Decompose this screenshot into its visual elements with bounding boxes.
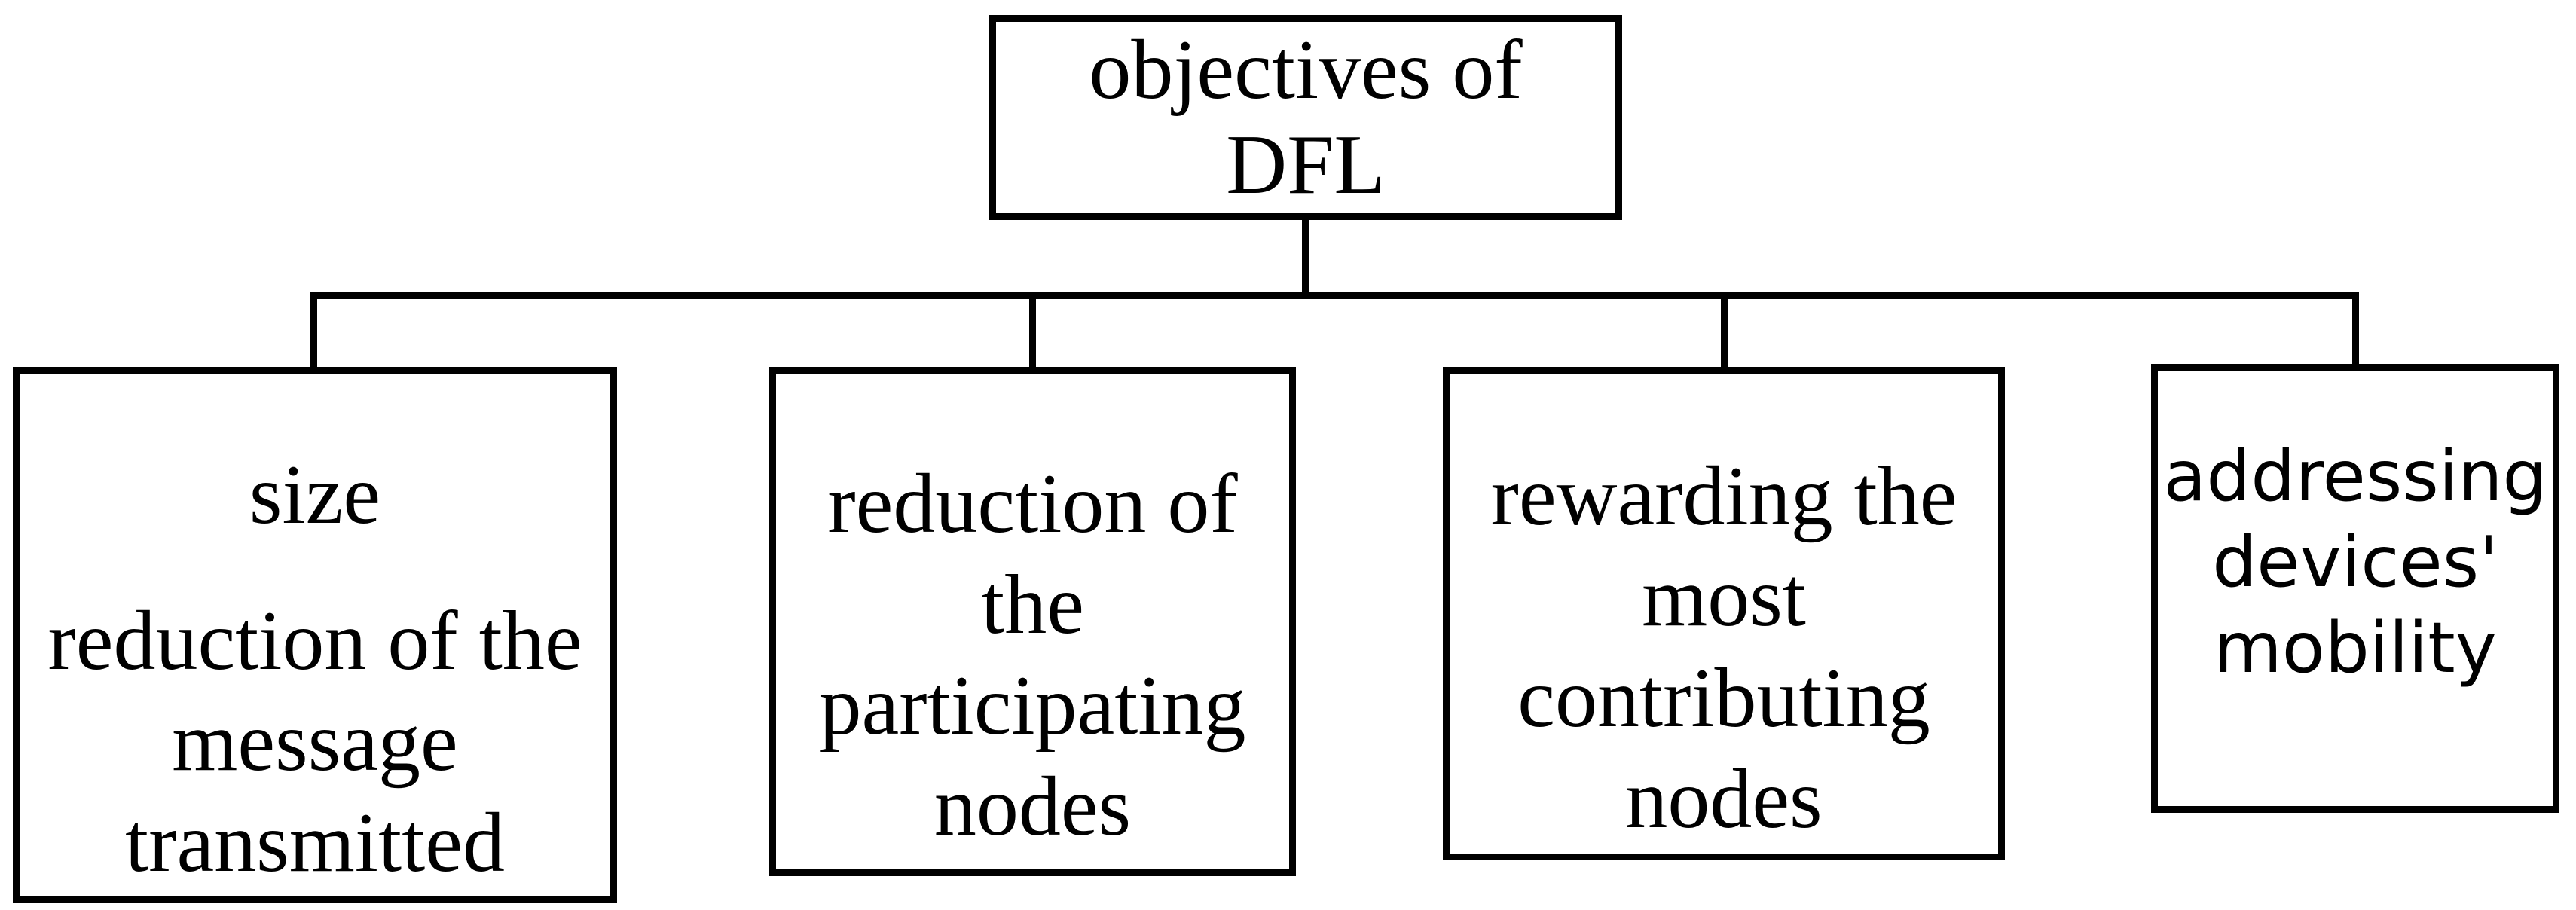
node-text-line: addressing <box>2163 435 2547 517</box>
node-text-line: most <box>1642 550 1806 644</box>
node-text-line: DFL <box>1226 118 1386 212</box>
node-text-line: devices' <box>2212 521 2498 603</box>
node-text-line: rewarding the <box>1490 449 1957 543</box>
node-text-line: contributing <box>1517 651 1930 745</box>
node-text-line: mobility <box>2214 607 2497 689</box>
node-text-line: size <box>249 448 381 542</box>
node-addressing-devices-mobility: addressing devices' mobility <box>2151 364 2559 813</box>
node-reduction-of-participating-nodes: reduction of the participating nodes <box>769 367 1296 876</box>
node-text-line: the <box>981 558 1084 652</box>
node-size-reduction-of-message: size reduction of the message transmitte… <box>13 367 617 903</box>
connector-stub-1 <box>310 295 317 369</box>
connector-stub-4 <box>2352 295 2359 369</box>
node-rewarding-most-contributing-nodes: rewarding the most contributing nodes <box>1443 367 2005 860</box>
connector-stub-3 <box>1721 295 1728 369</box>
node-text-line: nodes <box>1625 752 1823 846</box>
node-text-line: reduction of <box>827 457 1238 551</box>
node-text-line: objectives of <box>1089 23 1523 117</box>
node-text-line: nodes <box>934 760 1132 854</box>
node-text-line: reduction of the <box>47 594 582 688</box>
node-objectives-of-dfl: objectives of DFL <box>989 15 1622 220</box>
node-text-line: participating <box>819 659 1246 753</box>
node-text-paragraphs: size reduction of the message transmitte… <box>47 444 582 893</box>
node-text-line: transmitted <box>125 796 505 890</box>
connector-bus <box>310 292 2359 299</box>
node-text-line: message <box>172 695 458 789</box>
node-text-paragraph: reduction of the message transmitted <box>47 591 582 893</box>
connector-trunk <box>1302 217 1309 295</box>
connector-stub-2 <box>1029 295 1036 369</box>
node-text-paragraph: size <box>47 444 582 545</box>
